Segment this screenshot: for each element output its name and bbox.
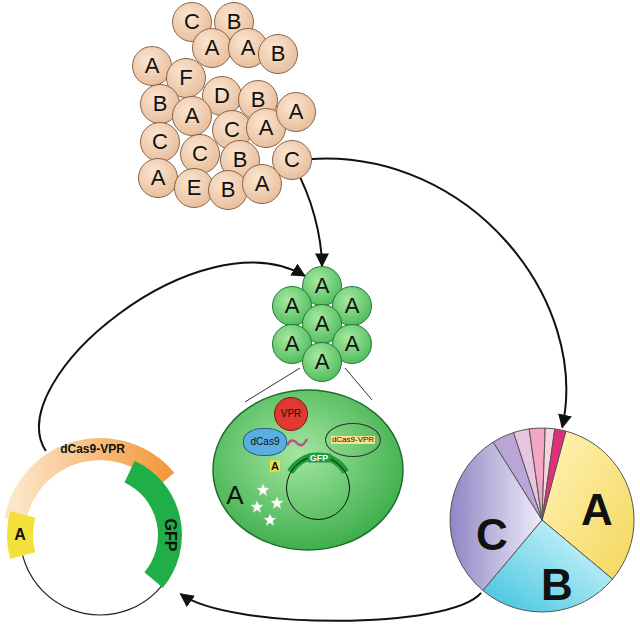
node-text: C — [184, 11, 200, 33]
green-cell: A — [302, 342, 342, 382]
node-text: A — [289, 101, 304, 123]
fluorescence-star — [251, 501, 263, 513]
flow-arrow — [312, 159, 566, 428]
pie-chart: ABC — [447, 425, 637, 615]
mini-plasmid: dCas9-VPR — [325, 423, 381, 457]
node-text: A — [315, 351, 330, 373]
node-text: A — [241, 37, 256, 59]
guide-rna — [287, 439, 307, 445]
node-text: A — [581, 488, 613, 532]
flow-arrow — [181, 593, 481, 621]
fluorescence-star — [257, 484, 269, 496]
node-text: dCas9-VPR — [331, 436, 375, 444]
node-text: A — [14, 527, 26, 543]
cell-circle: B — [258, 34, 298, 74]
node-text: B — [271, 43, 286, 65]
node-text: A — [145, 55, 160, 77]
node-text: B — [541, 563, 573, 607]
node-text: B — [153, 93, 168, 115]
node-text: A — [259, 117, 274, 139]
node-text: A — [345, 333, 360, 355]
node-text: A — [205, 37, 220, 59]
pie-slice — [542, 429, 566, 520]
node-text: A — [151, 167, 166, 189]
node-text: A — [345, 295, 360, 317]
node-text: B — [233, 149, 248, 171]
node-text: GFP — [162, 519, 178, 552]
node-text: F — [179, 67, 192, 89]
cell-circle: C — [140, 122, 180, 162]
node-text: A — [185, 105, 200, 127]
node-text: E — [187, 177, 202, 199]
node-text: dCas9-VPR — [60, 443, 125, 455]
cell-circle: A — [138, 158, 178, 198]
node-text: GFP — [308, 454, 331, 463]
flow-arrow — [301, 178, 323, 266]
pie-slices — [450, 428, 634, 612]
flow-arrow — [39, 263, 305, 451]
cell-circle: A — [172, 96, 212, 136]
zoom-line — [345, 368, 372, 400]
target-label: A — [270, 461, 280, 472]
node-text: VPR — [281, 409, 302, 419]
node-text: C — [152, 131, 168, 153]
node-text: C — [476, 513, 508, 557]
plasmid-map: dCas9-VPR GFP A — [0, 435, 200, 635]
node-text: A — [285, 295, 300, 317]
node-text: A — [285, 333, 300, 355]
cell-circle: A — [276, 92, 316, 132]
node-text: A — [226, 482, 243, 508]
node-text: B — [221, 179, 236, 201]
cell-body — [213, 390, 403, 550]
node-text: A — [315, 275, 330, 297]
node-text: C — [284, 149, 300, 171]
reporter-plasmid: GFP — [286, 456, 350, 520]
node-text: dCas9 — [251, 437, 280, 447]
node-text: C — [224, 119, 240, 141]
dcas9-protein: dCas9 — [243, 428, 287, 456]
cell-circle: A — [242, 164, 282, 204]
fluorescence-star — [271, 497, 283, 509]
node-text: A — [315, 313, 330, 335]
vpr-domain: VPR — [274, 397, 308, 431]
node-text: A — [255, 173, 270, 195]
fluorescence-star — [264, 514, 276, 526]
node-text: C — [192, 143, 208, 165]
zoomed-cell: A VPR dCas9 dCas9-VPR GFP — [213, 390, 403, 550]
node-text: D — [214, 85, 230, 107]
